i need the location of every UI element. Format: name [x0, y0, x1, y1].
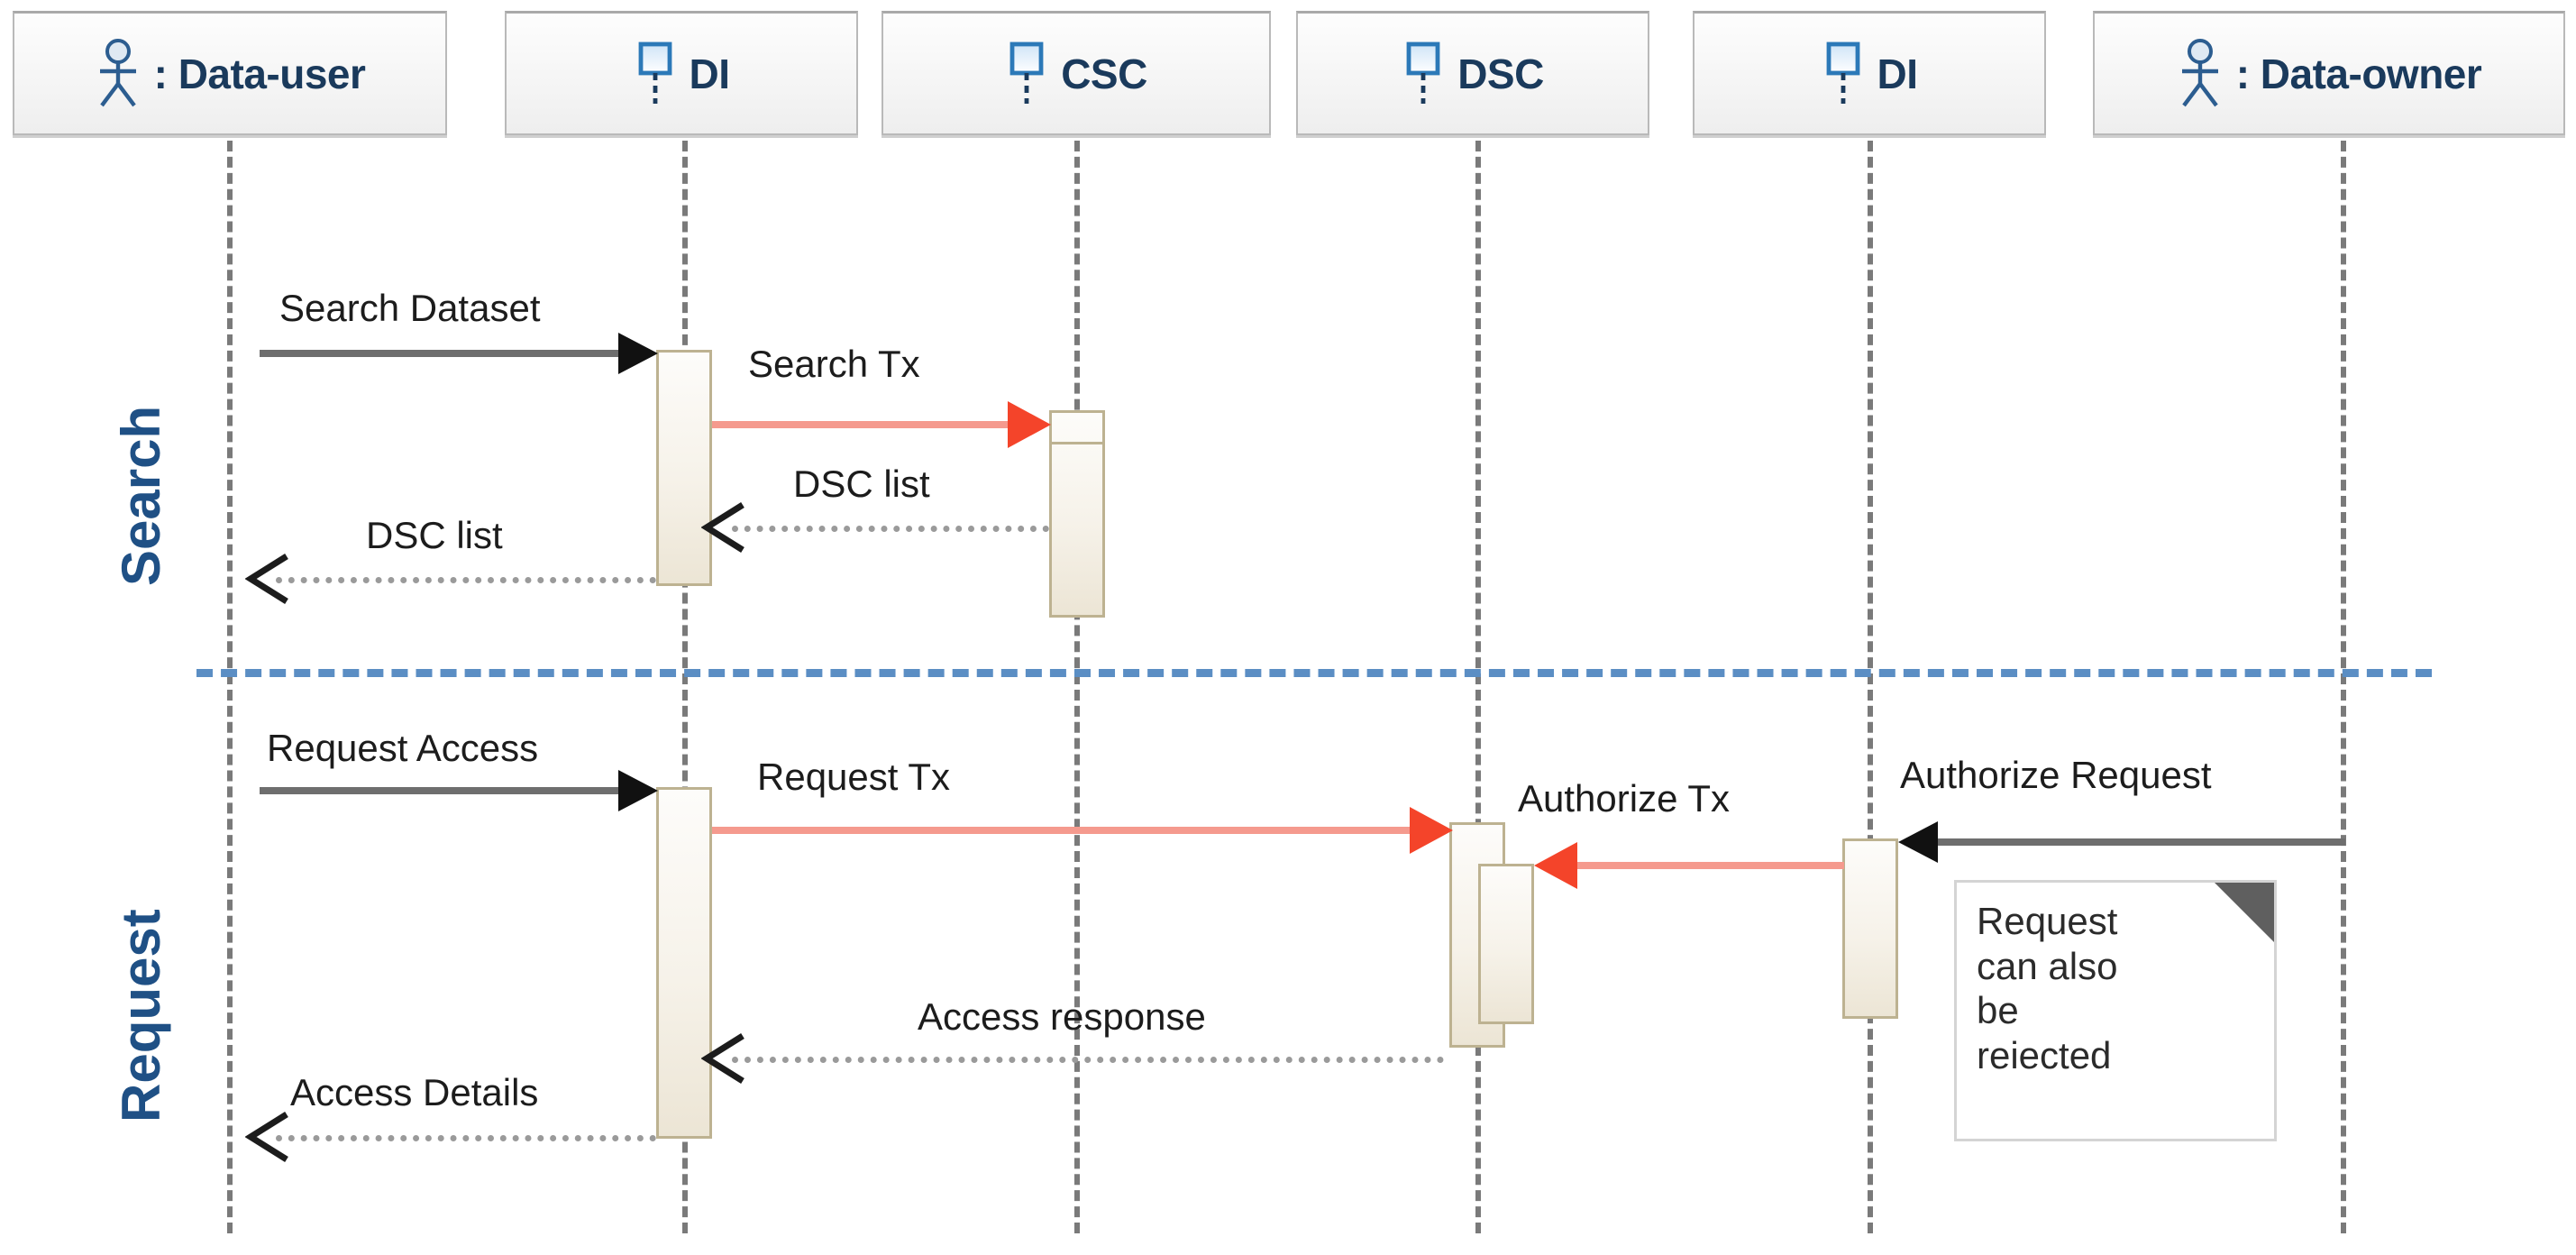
object-icon: [1005, 41, 1048, 107]
lifeline-line-data-owner: [2341, 141, 2346, 1233]
message-label-request-access: Request Access: [267, 727, 539, 769]
message-label-dsc-list-csc: DSC list: [793, 463, 930, 505]
lifeline-header-data-user[interactable]: : Data-user: [13, 11, 447, 135]
activation-di-right-request: [1842, 838, 1898, 1019]
request-rejection-note[interactable]: Request can also be reiected: [1954, 880, 2277, 1141]
object-icon: [1822, 41, 1865, 107]
lifeline-label-di-right: DI: [1877, 50, 1919, 97]
message-line-search-dataset: [260, 350, 618, 357]
lifeline-label-data-user: : Data-user: [153, 50, 366, 97]
lifeline-header-di-left[interactable]: DI: [505, 11, 858, 135]
note-text: Request can also be reiected: [1977, 900, 2118, 1076]
object-icon: [634, 41, 677, 107]
activation-divider: [1049, 442, 1105, 444]
lifeline-header-dsc[interactable]: DSC: [1296, 11, 1649, 135]
lifeline-label-dsc: DSC: [1457, 50, 1544, 97]
arrowhead-access-response: [701, 1033, 744, 1084]
message-line-request-access: [260, 787, 618, 794]
message-label-dsc-list-di: DSC list: [366, 514, 503, 556]
message-label-access-response: Access response: [918, 995, 1206, 1038]
lifeline-label-di-left: DI: [689, 50, 731, 97]
actor-icon: [95, 38, 142, 109]
message-label-search-dataset: Search Dataset: [279, 287, 541, 329]
fragment-separator: [196, 669, 2432, 677]
message-line-access-details: [276, 1135, 656, 1141]
message-line-search-tx: [712, 421, 1009, 428]
section-label-search: Search: [111, 405, 171, 586]
message-line-dsc-list-di: [276, 577, 656, 583]
message-line-authorize-request: [1938, 838, 2345, 846]
arrowhead-authorize-request: [1898, 821, 1938, 863]
message-line-authorize-tx: [1576, 862, 1844, 869]
lifeline-line-di-left: [682, 141, 688, 1233]
message-label-search-tx: Search Tx: [748, 343, 920, 385]
lifeline-line-csc: [1074, 141, 1080, 1233]
arrowhead-access-details: [245, 1112, 288, 1162]
message-label-request-tx: Request Tx: [757, 756, 950, 798]
object-icon: [1402, 41, 1445, 107]
message-label-authorize-tx: Authorize Tx: [1518, 777, 1730, 820]
lifeline-label-csc: CSC: [1061, 50, 1147, 97]
activation-dsc-nested: [1478, 864, 1534, 1024]
arrowhead-request-access: [618, 770, 658, 811]
lifeline-header-di-right[interactable]: DI: [1693, 11, 2046, 135]
message-label-authorize-request: Authorize Request: [1900, 754, 2212, 796]
arrowhead-request-tx: [1410, 807, 1453, 854]
lifeline-line-di-right: [1868, 141, 1873, 1233]
message-label-access-details: Access Details: [290, 1071, 539, 1113]
lifeline-header-data-owner[interactable]: : Data-owner: [2093, 11, 2565, 135]
actor-icon: [2177, 38, 2224, 109]
lifeline-line-dsc: [1475, 141, 1481, 1233]
lifeline-header-csc[interactable]: CSC: [882, 11, 1271, 135]
note-fold-corner-icon: [2215, 883, 2274, 942]
activation-di-left-request: [656, 787, 712, 1139]
lifeline-line-data-user: [227, 141, 233, 1233]
lifeline-label-data-owner: : Data-owner: [2235, 50, 2482, 97]
message-line-dsc-list-csc: [732, 526, 1049, 532]
arrowhead-dsc-list-di: [245, 554, 288, 604]
arrowhead-authorize-tx: [1534, 842, 1577, 889]
arrowhead-search-dataset: [618, 333, 658, 374]
message-line-access-response: [732, 1057, 1444, 1063]
activation-di-left-search: [656, 350, 712, 586]
message-line-request-tx: [712, 827, 1411, 834]
section-label-request: Request: [111, 909, 171, 1122]
activation-csc-search: [1049, 410, 1105, 618]
arrowhead-search-tx: [1008, 401, 1051, 448]
arrowhead-dsc-list-csc: [701, 502, 744, 553]
